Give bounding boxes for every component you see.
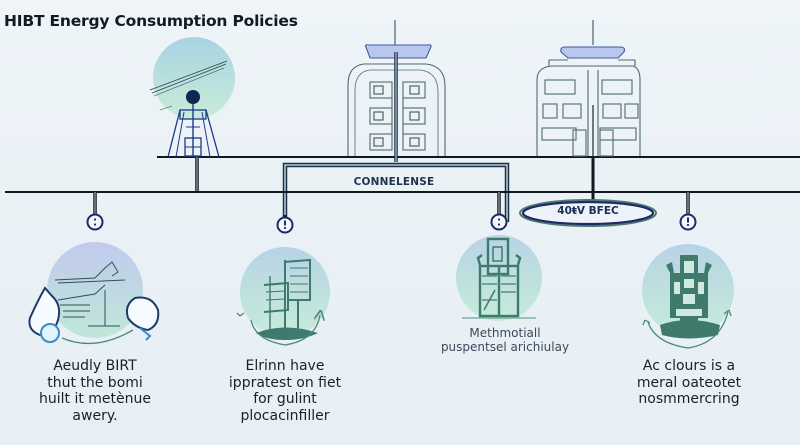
plant-tower-icon — [642, 244, 734, 349]
caption-line: Elrinn have — [245, 358, 325, 374]
node-marker-2[interactable] — [276, 216, 294, 234]
node-marker-4[interactable] — [679, 213, 697, 231]
ellipse-badge-label: 40ŧV BFEC — [557, 205, 619, 217]
factory-tower-icon — [236, 247, 330, 346]
caption-line: nosmmercring — [638, 391, 740, 407]
page-title: HIBT Energy Consumption Policies — [4, 12, 298, 30]
node-4-caption: Ac clours is a meral oateotet nosmmercri… — [614, 358, 764, 408]
node-1-caption: Aeudly BIRT thut the bomi huilt it metèn… — [20, 358, 170, 424]
caption-line: puspentsel arichiulay — [440, 340, 570, 354]
caption-line: meral oateotet — [636, 374, 742, 391]
caption-line: plocacinfiller — [240, 407, 330, 424]
node-3-caption: Methmotiall puspentsel arichiulay — [430, 326, 580, 354]
node-marker-1[interactable] — [86, 213, 104, 231]
node-2-caption: Elrinn have ippratest on fiet for gulint… — [215, 358, 355, 424]
caption-line: ippratest on fiet — [228, 374, 342, 391]
caption-line: for gulint — [253, 391, 317, 407]
caption-line: thut the bomi — [47, 374, 143, 391]
office-building-icon — [536, 20, 641, 157]
industrial-tower-icon — [456, 235, 542, 321]
hand-device-icon — [28, 242, 160, 344]
ellipse-badge — [519, 199, 657, 227]
caption-line: Aeudly BIRT — [53, 358, 137, 374]
bridge-box — [282, 162, 510, 222]
caption-line: awery. — [72, 407, 118, 424]
exclamation-info-icon — [497, 218, 501, 221]
person-antenna-icon — [149, 37, 235, 158]
exclamation-info-icon — [284, 220, 286, 226]
exclamation-info-icon — [93, 218, 97, 221]
data-center-building-icon — [347, 20, 446, 156]
exclamation-info-icon — [687, 217, 689, 223]
caption-line: huilt it metènue — [38, 391, 151, 407]
node-marker-3[interactable] — [490, 213, 508, 231]
caption-line: Ac clours is a — [642, 358, 736, 374]
bridge-label: CONNELENSE — [353, 176, 435, 188]
caption-line: Methmotiall — [469, 326, 541, 340]
